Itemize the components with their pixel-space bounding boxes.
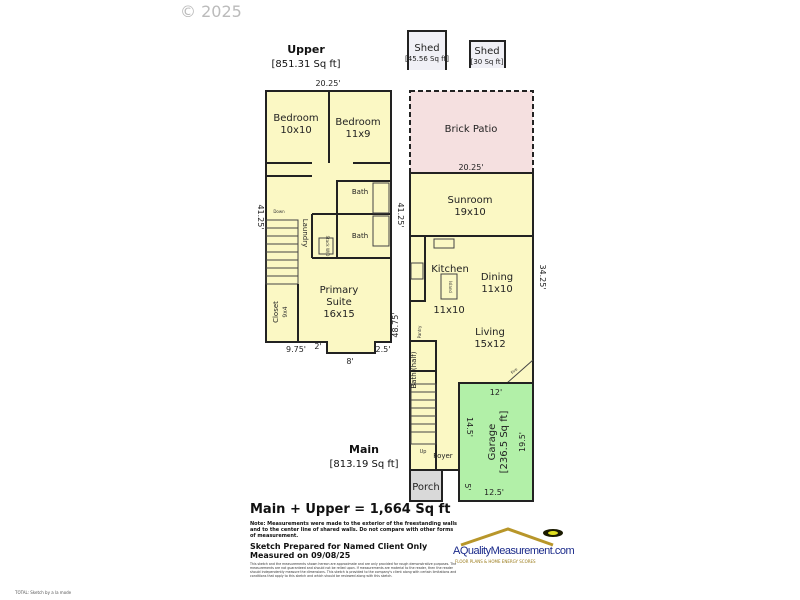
stove	[410, 262, 424, 280]
brick-patio	[409, 90, 534, 174]
bedroom1-size: 10x10	[280, 125, 311, 136]
washer-dryer	[318, 237, 334, 255]
main-area: [813.19 Sq ft]	[329, 459, 398, 470]
shed1-area: [45.56 Sq ft]	[405, 55, 449, 63]
main-dim-right: 34.25'	[538, 264, 547, 289]
fire-label: Fire	[510, 366, 519, 375]
copyright-watermark: © 2025	[180, 2, 242, 21]
dining-size: 11x10	[481, 284, 512, 295]
upper-dim-left: 41.25'	[256, 204, 265, 229]
primary-label: Primary	[320, 285, 359, 296]
total-area: Main + Upper = 1,664 Sq ft	[250, 502, 451, 517]
main-dim-left-lower: 48.75'	[391, 312, 400, 337]
bath2-label: Bath	[352, 232, 368, 240]
disclaimer: This sketch and the measurements shown h…	[250, 562, 457, 578]
living-size: 15x12	[474, 339, 505, 350]
bedroom1-label: Bedroom	[273, 113, 318, 124]
upper-dim-top: 20.25'	[315, 79, 340, 88]
shed-2: Shed [30 Sq ft]	[469, 40, 506, 68]
pantry-label: Pantry	[417, 325, 422, 338]
footer-text: TOTAL: Sketch by a la mode	[15, 590, 72, 595]
closet-label: Closet	[272, 301, 280, 323]
logo-tagline: FLOOR PLANS & HOME ENERGY SCORES	[455, 559, 536, 564]
logo-text: AQualityMeasurement.com	[453, 545, 575, 557]
sunroom-size: 19x10	[454, 207, 485, 218]
shed1-label: Shed	[414, 43, 439, 54]
tub	[372, 215, 390, 247]
patio-dim: 20.25'	[458, 163, 483, 172]
upper-dim-bay-side: 2'	[314, 342, 321, 351]
patio-label: Brick Patio	[445, 124, 498, 135]
measurement-note: Note: Measurements were made to the exte…	[250, 521, 458, 539]
garage-dim-top: 12'	[490, 388, 502, 397]
garage-label: Garage	[487, 424, 498, 461]
main-stairs	[410, 383, 437, 445]
prepared-for: Sketch Prepared for Named Client Only	[250, 542, 428, 551]
primary-label-2: Suite	[326, 297, 352, 308]
upper-floor: Upper [851.31 Sq ft] 20.25' Bedroom 10x1…	[256, 43, 392, 366]
main-dim-left-upper: 41.25'	[396, 202, 405, 227]
fireplace-line	[506, 359, 534, 384]
down-label: Down	[273, 209, 285, 214]
shed-1: Shed [45.56 Sq ft]	[405, 30, 449, 70]
garage-dim-porch: 5'	[463, 483, 472, 490]
tub	[372, 182, 390, 214]
sink	[433, 238, 455, 249]
company-logo: AQualityMeasurement.com FLOOR PLANS & HO…	[453, 525, 578, 575]
garage-dim-right: 19.5'	[518, 432, 527, 452]
bath1-label: Bath	[352, 188, 368, 196]
upper-dim-bottom-right: 2.5'	[376, 345, 391, 354]
kitchen-label: Kitchen	[431, 264, 469, 275]
measured-date: Measured on 09/08/25	[250, 551, 351, 560]
closet-size: 9x4	[282, 306, 289, 317]
bedroom2-label: Bedroom	[335, 117, 380, 128]
kitchen-wall	[410, 236, 426, 302]
island-label: Island	[448, 281, 453, 293]
wd-label: Stack W/D	[325, 236, 330, 257]
garage-area: [236.5 Sq ft]	[499, 411, 510, 474]
house-roof-icon	[460, 527, 563, 547]
upper-dim-bottom-left: 9.75'	[286, 345, 306, 354]
upper-title: Upper	[287, 43, 325, 56]
dining-label: Dining	[481, 272, 513, 283]
living-label: Living	[475, 327, 505, 338]
garage-dim-bottom: 12.5'	[484, 488, 504, 497]
garage-dim-left: 14.5'	[465, 417, 474, 437]
primary-size: 16x15	[323, 309, 354, 320]
upper-stairs	[265, 219, 299, 285]
foyer-label: Foyer	[433, 452, 453, 460]
laundry-label: Laundry	[301, 219, 309, 248]
notes-block: Main + Upper = 1,664 Sq ft Note: Measure…	[250, 502, 460, 578]
kitchen-size: 11x10	[433, 305, 464, 316]
main-title: Main	[349, 443, 379, 456]
upper-area: [851.31 Sq ft]	[271, 59, 340, 70]
main-floor: Brick Patio 20.25' Island Fire Sunroom 1…	[329, 90, 547, 502]
shed2-area: [30 Sq ft]	[471, 58, 504, 66]
porch	[409, 469, 443, 502]
half-bath-label: Bath (half)	[410, 351, 418, 388]
up-label: Up	[420, 449, 427, 455]
bedroom2-size: 11x9	[345, 129, 370, 140]
island	[440, 273, 458, 300]
sunroom-label: Sunroom	[448, 195, 493, 206]
garage	[458, 382, 534, 502]
shed2-label: Shed	[474, 46, 499, 57]
upper-dim-bay: 8'	[346, 357, 353, 366]
porch-label: Porch	[412, 482, 440, 493]
